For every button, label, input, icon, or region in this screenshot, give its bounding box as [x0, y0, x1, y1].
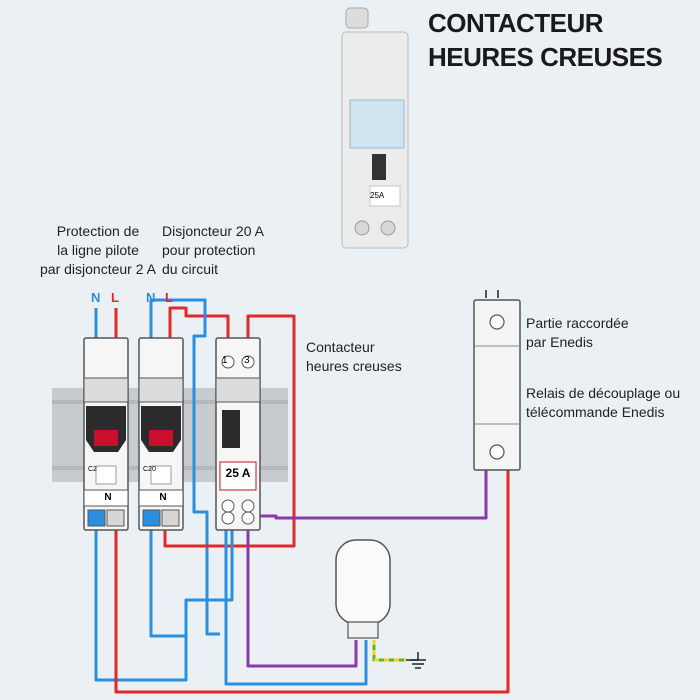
label-enedis-connected: Partie raccordée par Enedis: [526, 315, 629, 350]
earth-symbol: [406, 652, 426, 669]
wire-purple-c-to-heater: [246, 528, 358, 668]
marker-l-2: L: [165, 290, 173, 305]
breaker2-n: N: [159, 492, 167, 503]
contactor-term-3: 3: [244, 355, 250, 366]
wire-red-b1-to-relay: [114, 468, 510, 694]
marker-n-1: N: [91, 290, 101, 305]
diagram-title: CONTACTEUR HEURES CREUSES: [428, 6, 663, 74]
label-breaker-20a: Disjoncteur 20 A pour protection du circ…: [162, 223, 264, 277]
relay-enedis: [473, 290, 521, 471]
title-line-2: HEURES CREUSES: [428, 42, 663, 72]
marker-n-2: N: [146, 290, 156, 305]
wire-blue-b1-bottom: [94, 528, 234, 682]
contactor-term-1: 1: [222, 355, 228, 366]
contactor-photo: [341, 7, 409, 249]
marker-l-1: L: [111, 290, 119, 305]
wire-red-b2-to-c1: [168, 306, 230, 338]
breaker-2a: [83, 337, 129, 531]
label-pilot-line-protection: Protection de la ligne pilote par disjon…: [40, 223, 156, 277]
label-relay: Relais de découplage ou télécommande Ene…: [526, 385, 681, 420]
breaker2-rating: C20: [143, 466, 156, 473]
breaker1-n: N: [104, 492, 112, 503]
water-heater: [335, 539, 391, 639]
wire-earth: [372, 640, 406, 662]
contactor-module: [215, 337, 261, 531]
title-line-1: CONTACTEUR: [428, 8, 604, 38]
wire-blue-b2-bottom: [149, 528, 186, 638]
breaker1-rating: C2: [88, 466, 97, 473]
photo-rating: 25A: [370, 191, 385, 200]
breaker-20a: [138, 337, 184, 531]
wire-blue-heater: [224, 528, 368, 686]
wire-blue-b2-neutral-loop: [149, 298, 220, 636]
contactor-rating: 25 A: [225, 466, 251, 480]
wire-purple-c-to-relay: [254, 468, 488, 520]
label-contactor: Contacteur heures creuses: [306, 339, 402, 374]
wire-red-c3-loop: [163, 314, 296, 548]
wires: [94, 298, 510, 694]
